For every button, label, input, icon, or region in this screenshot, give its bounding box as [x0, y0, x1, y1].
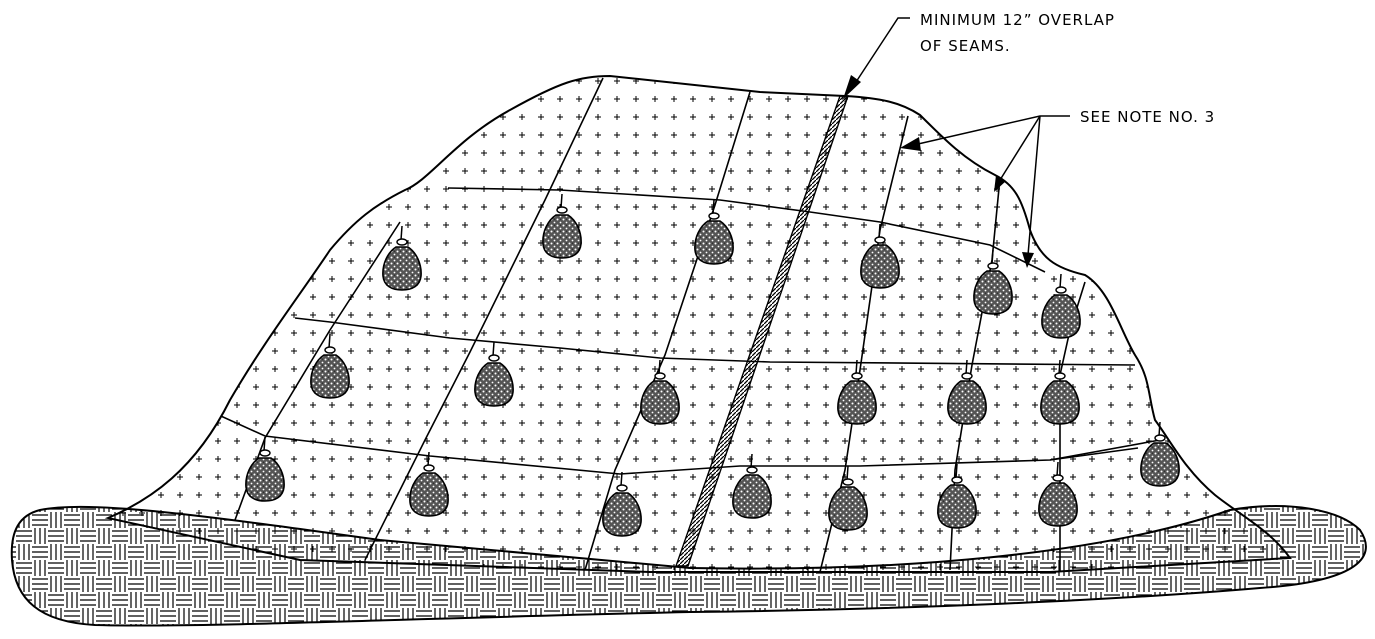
sandbag	[542, 193, 582, 259]
seam-line	[447, 187, 1046, 273]
sandbag	[1140, 421, 1180, 487]
sandbag	[474, 341, 514, 407]
seam-line	[211, 411, 1161, 475]
sandbag	[602, 471, 642, 537]
sandbag-anchors	[245, 193, 1180, 537]
sandbag	[1038, 461, 1078, 527]
sandbag	[640, 359, 680, 425]
seam-line	[294, 317, 1136, 366]
see-note-label: SEE NOTE NO. 3	[1080, 108, 1215, 126]
seam-line	[364, 77, 604, 561]
overlap-note-line1: MINIMUM 12” OVERLAP	[920, 11, 1115, 29]
sandbag	[828, 465, 868, 531]
sandbag	[837, 359, 877, 425]
sandbag	[973, 249, 1013, 315]
note-leaders	[900, 115, 1070, 268]
sandbag	[310, 333, 350, 399]
overlap-note-line2: OF SEAMS.	[920, 37, 1011, 55]
panel-seams	[211, 77, 1161, 572]
overlap-leader	[843, 17, 910, 99]
seam-line	[584, 91, 751, 571]
sandbag	[732, 453, 772, 519]
sandbag	[409, 451, 449, 517]
sandbag	[245, 436, 285, 502]
sandbag	[860, 223, 900, 289]
sandbag	[382, 225, 422, 291]
seam-line	[1049, 447, 1139, 461]
stockpile-cover	[104, 74, 1292, 573]
sandbag	[937, 463, 977, 529]
sandbag	[1040, 359, 1080, 425]
sandbag	[1041, 273, 1081, 339]
sandbag	[694, 199, 734, 265]
sandbag	[947, 359, 987, 425]
